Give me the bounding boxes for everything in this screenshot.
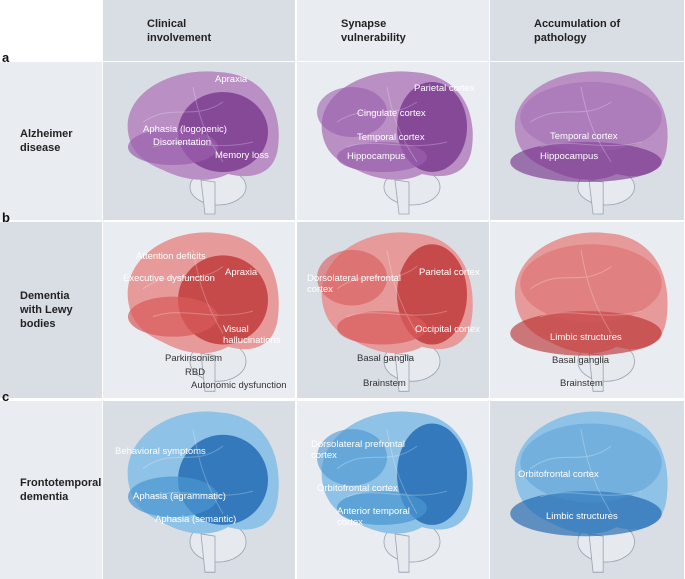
row-label: Frontotemporal dementia: [0, 401, 102, 579]
region-label: Executive dysfunction: [123, 273, 215, 285]
region-label: Hippocampus: [540, 151, 599, 162]
brain-illustration: [127, 71, 279, 215]
region-label: Attention deficits: [136, 250, 206, 262]
row-label: Dementia with Lewy bodies: [0, 222, 102, 398]
column-header-label: Accumulation of pathology: [534, 18, 621, 44]
region-label: Basal ganglia: [357, 353, 415, 365]
region-label: Apraxia: [215, 74, 248, 85]
brain-illustration: [127, 232, 279, 392]
region-label: Cingulate cortex: [357, 108, 426, 119]
brain-illustration: [510, 71, 668, 215]
region-label: Temporal cortex: [550, 131, 618, 142]
row-label-text: Alzheimer disease: [20, 128, 73, 154]
region-label: Brainstem: [363, 377, 406, 389]
brain-illustration: [317, 71, 473, 215]
region-label: Basal ganglia: [552, 354, 610, 366]
header-blank: [0, 0, 102, 61]
region-label: Brainstem: [560, 377, 603, 389]
brain-panel: Dorsolateral prefrontal cortex Parietal c…: [297, 222, 489, 398]
region-label: Parietal cortex: [414, 83, 475, 94]
region-label: Occipital cortex: [415, 324, 480, 336]
column-header-label: Synapse vulnerability: [341, 18, 406, 44]
region-label: Anterior temporal cortex: [337, 505, 410, 528]
region-label: Parkinsonism: [165, 353, 223, 365]
region-label: Limbic structures: [550, 332, 622, 344]
region-label: Visual hallucinations: [223, 324, 281, 347]
region-label: RBD: [185, 366, 206, 378]
row-label-text: Frontotemporal dementia: [20, 477, 102, 503]
region-label: Memory loss: [215, 150, 269, 161]
region-label: Behavioral symptoms: [115, 446, 206, 458]
brain-illustration: [317, 411, 473, 573]
region-label: Aphasia (agrammatic): [133, 491, 226, 503]
region-label: Hippocampus: [347, 151, 406, 162]
brain-illustration: [510, 411, 668, 573]
brain-illustration: [317, 232, 473, 392]
region-label: Autonomic dysfunction: [191, 380, 287, 392]
region-label: Orbitofrontal cortex: [317, 483, 398, 495]
region-label: Temporal cortex: [357, 132, 425, 143]
brain-illustration: [510, 232, 668, 392]
panel-letter: c: [2, 389, 10, 404]
column-header-1: Synapse vulnerability: [297, 0, 489, 61]
region-label: Parietal cortex: [419, 266, 480, 278]
region-label: Orbitofrontal cortex: [518, 468, 599, 480]
column-header-0: Clinical involvement: [103, 0, 295, 61]
region-label: Aphasia (logopenic): [143, 124, 227, 135]
region-label: Apraxia: [225, 266, 258, 278]
panel-letter: b: [2, 210, 10, 225]
region-label: Disorientation: [153, 137, 212, 148]
row-label-text: Dementia with Lewy bodies: [20, 290, 73, 330]
brain-illustration: [127, 411, 279, 573]
region-label: Aphasia (semantic): [155, 513, 237, 525]
column-header-2: Accumulation of pathology: [490, 0, 684, 61]
row-label: Alzheimer disease: [0, 62, 102, 220]
region-label: Dorsolateral prefrontal cortex: [311, 439, 405, 462]
panel-letter: a: [2, 50, 10, 65]
region-label: Limbic structures: [546, 511, 618, 523]
column-header-label: Clinical involvement: [147, 18, 212, 44]
region-label: Dorsolateral prefrontal cortex: [307, 273, 401, 296]
